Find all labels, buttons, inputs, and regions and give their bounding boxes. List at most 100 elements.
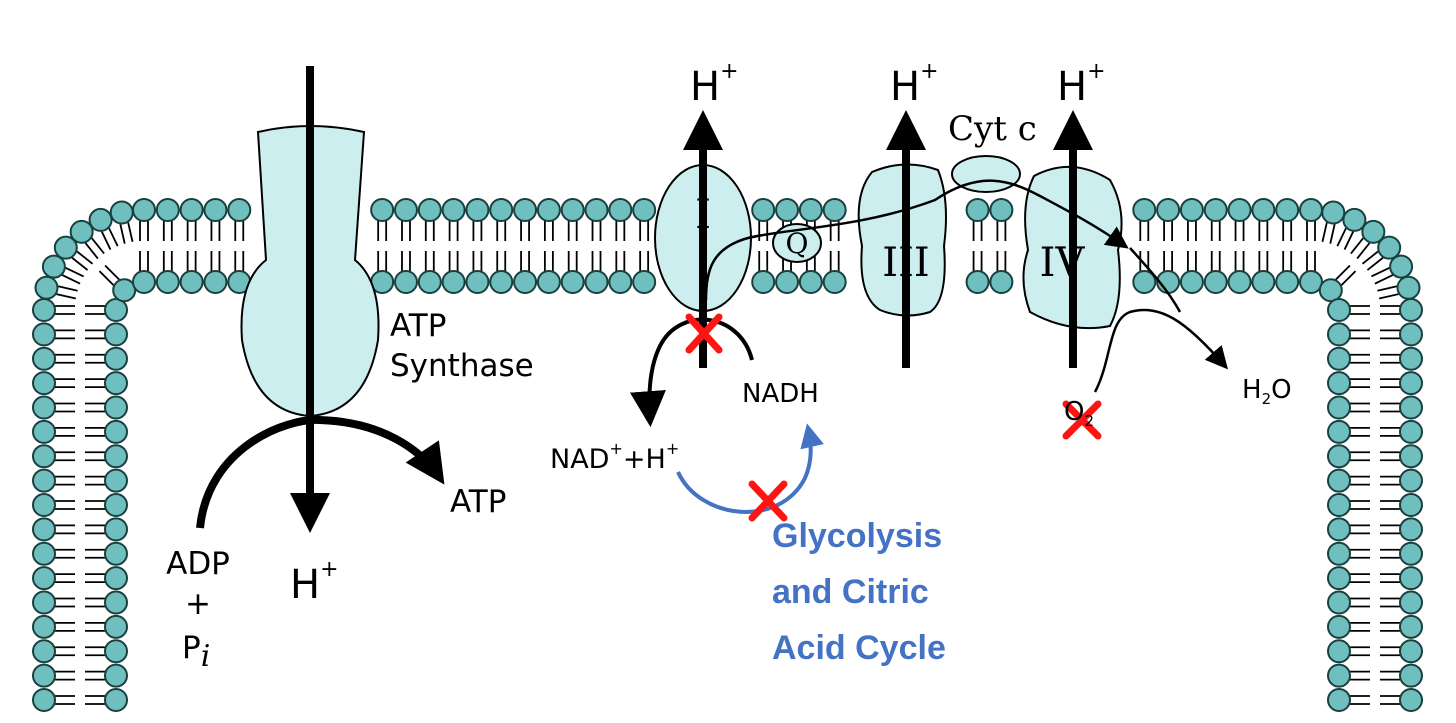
- lipid-head: [32, 590, 56, 615]
- lipid-head: [1327, 322, 1351, 347]
- h-plus-complex-iv: H+: [1057, 59, 1106, 110]
- lipid-head: [1399, 590, 1423, 615]
- h-plus-complex-i: H+: [690, 59, 739, 110]
- lipid-head: [104, 663, 128, 688]
- oxygen-to-water-arrow: [1093, 308, 1228, 393]
- lipid-head: [1342, 207, 1367, 232]
- lipid-head: [536, 270, 561, 294]
- lipid-head: [1399, 371, 1423, 396]
- lipid-head: [751, 198, 776, 222]
- lipid-tail: [1366, 256, 1384, 271]
- lipid-head: [465, 198, 490, 222]
- lipid-head: [104, 566, 128, 591]
- lipid-head: [1327, 590, 1351, 615]
- lipid-head: [104, 346, 128, 371]
- lipid-tail: [98, 270, 115, 286]
- lipid-head: [1227, 270, 1252, 294]
- lipid-head: [1399, 493, 1423, 517]
- lipid-head: [32, 371, 56, 396]
- lipid-head: [1361, 219, 1386, 244]
- lipid-head: [370, 198, 395, 222]
- oxygen-label: O2: [1064, 397, 1094, 430]
- lipid-head: [1327, 541, 1351, 566]
- lipid-head: [1179, 270, 1204, 294]
- lipid-head: [1327, 639, 1351, 664]
- lipid-head: [32, 614, 56, 639]
- lipid-tail: [1377, 285, 1398, 292]
- lipid-head: [1327, 395, 1351, 420]
- lipid-head: [798, 198, 823, 222]
- lipid-head: [1318, 278, 1343, 303]
- lipid-head: [1327, 614, 1351, 639]
- lipid-head: [965, 270, 990, 294]
- lipid-head: [1327, 468, 1351, 493]
- glycolysis-label-1: Glycolysis: [772, 517, 942, 555]
- lipid-head: [32, 395, 56, 420]
- lipid-head: [1399, 419, 1423, 444]
- lipid-head: [775, 270, 800, 294]
- lipid-head: [1327, 663, 1351, 688]
- lipid-head: [32, 639, 56, 664]
- lipid-head: [1299, 198, 1323, 222]
- lipid-head: [1299, 270, 1323, 294]
- lipid-head: [1399, 395, 1423, 420]
- atp-label: ATP: [450, 484, 506, 520]
- lipid-head: [1327, 688, 1351, 712]
- lipid-head: [109, 200, 134, 225]
- lipid-tail: [90, 237, 105, 255]
- lipid-tail: [119, 223, 126, 244]
- lipid-head: [489, 198, 514, 222]
- lipid-tail: [1321, 222, 1328, 243]
- lipid-head: [179, 270, 204, 294]
- lipid-head: [1327, 493, 1351, 517]
- glycolysis-cycle-arrow: [676, 423, 824, 514]
- lipid-head: [822, 270, 847, 294]
- lipid-head: [1399, 346, 1423, 371]
- lipid-head: [1179, 198, 1204, 222]
- h-plus-matrix: H+: [290, 557, 339, 608]
- lipid-head: [104, 517, 128, 542]
- lipid-head: [32, 298, 56, 322]
- lipid-head: [536, 198, 561, 222]
- lipid-head: [32, 468, 56, 493]
- lipid-tail: [61, 274, 81, 285]
- lipid-head: [32, 566, 56, 591]
- lipid-head: [1203, 198, 1228, 222]
- lipid-head: [104, 590, 128, 615]
- lipid-head: [132, 198, 156, 222]
- lipid-head: [1327, 444, 1351, 469]
- lipid-head: [1396, 275, 1421, 300]
- h-plus-complex-iii: H+: [890, 59, 939, 110]
- lipid-head: [1203, 270, 1228, 294]
- lipid-head: [1327, 517, 1351, 542]
- lipid-head: [1321, 200, 1346, 225]
- lipid-head: [393, 198, 418, 222]
- electron-path-arrow: [704, 179, 1129, 301]
- lipid-head: [1327, 298, 1351, 322]
- lipid-head: [53, 235, 78, 260]
- complex-iii-label: III: [882, 240, 929, 286]
- lipid-tail: [1336, 227, 1347, 247]
- lipid-head: [441, 198, 466, 222]
- lipid-head: [41, 254, 66, 279]
- lipid-head: [632, 198, 657, 222]
- lipid-head: [179, 198, 204, 222]
- nadh-oxidation-arrow: [629, 317, 754, 428]
- lipid-tail: [65, 266, 84, 278]
- lipid-head: [132, 270, 156, 294]
- lipid-tail: [1329, 223, 1336, 244]
- lipid-head: [1399, 566, 1423, 591]
- lipid-head: [112, 278, 137, 303]
- lipid-head: [155, 270, 180, 294]
- lipid-head: [104, 493, 128, 517]
- lipid-head: [1327, 346, 1351, 371]
- lipid-head: [104, 688, 128, 712]
- complex-i-label: I: [695, 192, 711, 238]
- lipid-head: [203, 198, 228, 222]
- lipid-tail: [127, 222, 134, 243]
- lipid-head: [32, 346, 56, 371]
- lipid-head: [104, 468, 128, 493]
- lipid-head: [1156, 198, 1181, 222]
- lipid-head: [513, 270, 538, 294]
- lipid-head: [822, 198, 847, 222]
